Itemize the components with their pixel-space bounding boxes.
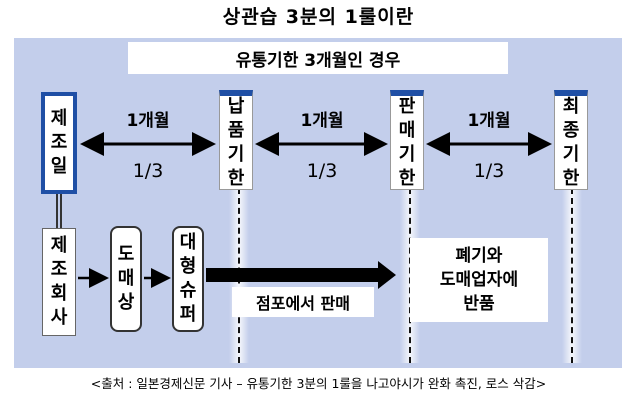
flow-char: 사 (50, 307, 68, 328)
flow-char: 슈 (179, 280, 197, 301)
stage-char: 조 (50, 132, 68, 153)
flow-char: 매 (117, 268, 135, 289)
stage-char: 납 (227, 95, 245, 117)
flow-char: 대 (179, 232, 197, 253)
stage-final-deadline: 최 종 기 한 (554, 90, 588, 190)
return-line: 반품 (463, 294, 495, 314)
diagram-title: 상관습 3분의 1룰이란 (222, 6, 415, 28)
interval-fraction: 1/3 (473, 160, 505, 182)
stage-char: 품 (227, 119, 245, 141)
stage-char: 기 (562, 143, 580, 165)
return-box: 폐기와 도매업자에 반품 (410, 238, 548, 322)
stage-char: 기 (227, 143, 245, 165)
manufacturer-box: 제 조 회 사 (42, 228, 76, 336)
flow-char: 상 (117, 292, 135, 313)
connector-line (56, 194, 62, 228)
flow-char: 도 (117, 244, 135, 265)
return-line: 도매업자에 (439, 270, 519, 290)
stage-char: 한 (562, 167, 580, 189)
stage-char: 일 (50, 156, 68, 177)
wholesaler-box: 도 매 상 (110, 226, 142, 332)
stage-delivery-deadline: 납 품 기 한 (219, 90, 253, 190)
stage-manufacture-date: 제 조 일 (41, 92, 77, 194)
stage-sales-deadline: 판 매 기 한 (390, 90, 424, 190)
source-caption: <출처 : 일본경제신문 기사 – 유통기한 3분의 1룰을 나고야시가 완화 … (90, 376, 547, 391)
sale-arrow (206, 261, 396, 289)
flow-char: 조 (50, 259, 68, 280)
interval-fraction: 1/3 (132, 160, 164, 182)
stage-char: 기 (398, 143, 416, 165)
interval-fraction: 1/3 (306, 160, 338, 182)
stage-char: 제 (50, 108, 68, 129)
flow-char: 형 (179, 256, 197, 277)
stage-char: 판 (398, 95, 416, 117)
flow-char: 회 (50, 283, 68, 304)
stage-char: 종 (562, 119, 580, 141)
interval-label: 1개월 (467, 111, 511, 131)
flow-char: 퍼 (179, 304, 197, 325)
flow-char: 제 (50, 235, 68, 256)
store-sale-label: 점포에서 판매 (232, 287, 374, 317)
supermarket-box: 대 형 슈 퍼 (172, 226, 204, 332)
stage-char: 최 (562, 95, 580, 117)
stage-char: 매 (398, 119, 416, 141)
return-line: 폐기와 (455, 246, 503, 266)
stage-char: 한 (227, 167, 245, 189)
stage-char: 한 (398, 167, 416, 189)
interval-label: 1개월 (126, 111, 170, 131)
final-deadline-line (571, 188, 573, 363)
diagram-subtitle: 유통기한 3개월인 경우 (128, 42, 508, 74)
interval-label: 1개월 (300, 111, 344, 131)
